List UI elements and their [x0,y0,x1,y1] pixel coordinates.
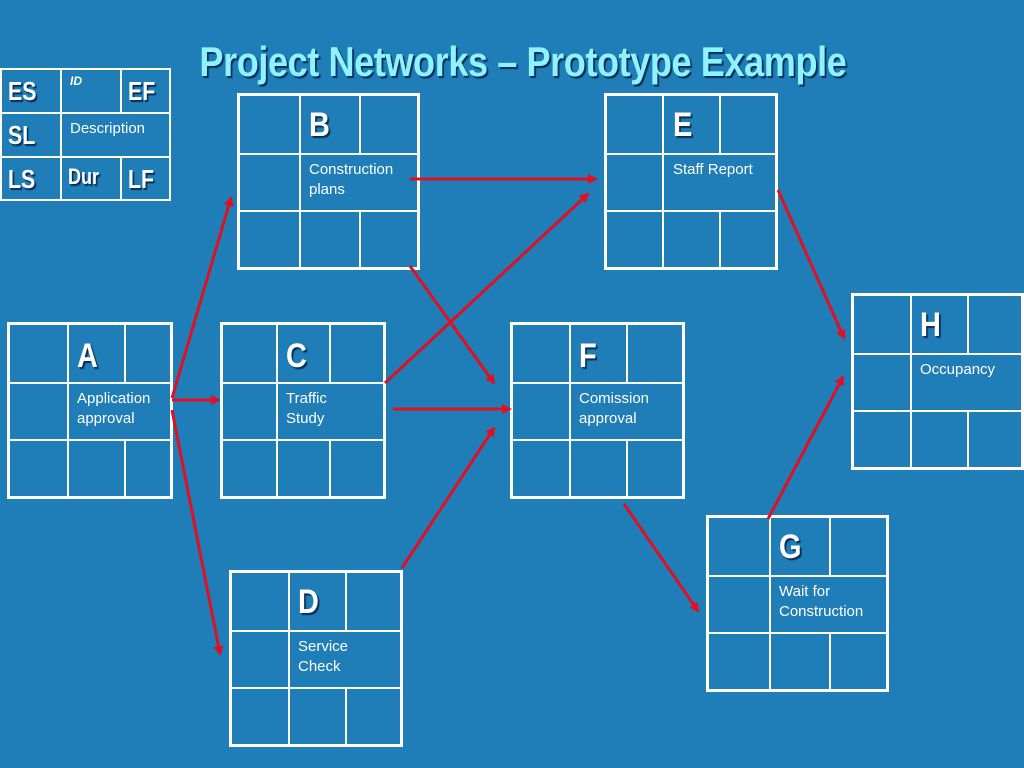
node-h: H Occupancy [851,293,1024,470]
node-f: F Comission approval [510,322,685,499]
node-a-label-line1: Application [77,390,151,407]
legend-ls-cell: LS [2,158,62,199]
node-e-letter: E [673,106,693,144]
node-e: E Staff Report [604,93,778,270]
legend-description: Description [70,120,146,137]
legend-sl-cell: SL [2,114,62,158]
node-d-label-line1: Service [298,638,349,655]
legend-id: ID [70,74,82,88]
legend-ef: EF [128,76,156,106]
node-h-label-line1: Occupancy [920,361,996,378]
node-b-label-line1: Construction [309,161,394,178]
node-g-letter: G [779,528,802,566]
legend-id-cell: ID [62,70,122,114]
legend-lf-cell: LF [122,158,169,199]
legend-sl: SL [8,120,36,150]
node-c-label-line1: Traffic [286,390,327,407]
node-g-label-line2: Construction [779,602,864,620]
legend-dur: Dur [68,164,100,189]
node-d-letter: D [298,583,319,621]
arrow-c-to-e [383,192,590,385]
node-f-label: Comission approval [579,389,649,428]
legend-description-cell: Description [62,114,169,158]
arrow-b-to-f [408,265,496,385]
legend-ls: LS [8,164,36,194]
node-a-label-line2: approval [77,409,135,427]
arrow-f-to-g [622,503,700,613]
node-c-label-line2: Study [286,409,325,427]
node-e-label: Staff Report [673,160,753,180]
node-a-letter: A [77,337,98,375]
node-d-label-line2: Check [298,657,341,675]
node-f-letter: F [579,337,597,375]
node-h-label: Occupancy [920,360,995,380]
slide-title: Project Networks – Prototype Example [199,38,847,85]
legend-ef-cell: EF [122,70,169,114]
arrow-a-to-d [170,409,224,656]
legend-es-cell: ES [2,70,62,114]
node-f-label-line2: approval [579,409,637,427]
arrow-a-to-b [170,196,234,399]
node-a-label: Application approval [77,389,150,428]
node-b-label: Construction plans [309,160,393,199]
arrow-e-to-h [776,189,846,340]
node-legend: ES ID EF SL Description LS Dur LF [0,68,171,201]
node-f-label-line1: Comission [579,390,650,407]
legend-dur-cell: Dur [62,158,122,199]
node-b: B Construction plans [237,93,420,270]
node-e-label-line1: Staff Report [673,161,753,178]
legend-es: ES [8,76,37,106]
arrow-g-to-h [766,375,845,520]
node-h-letter: H [920,306,941,344]
node-b-letter: B [309,106,330,144]
legend-lf: LF [128,164,155,194]
arrow-d-to-f [400,426,496,569]
node-c-letter: C [286,337,307,375]
node-g-label-line1: Wait for [779,583,831,600]
node-b-label-line2: plans [309,180,345,198]
node-a: A Application approval [7,322,173,499]
